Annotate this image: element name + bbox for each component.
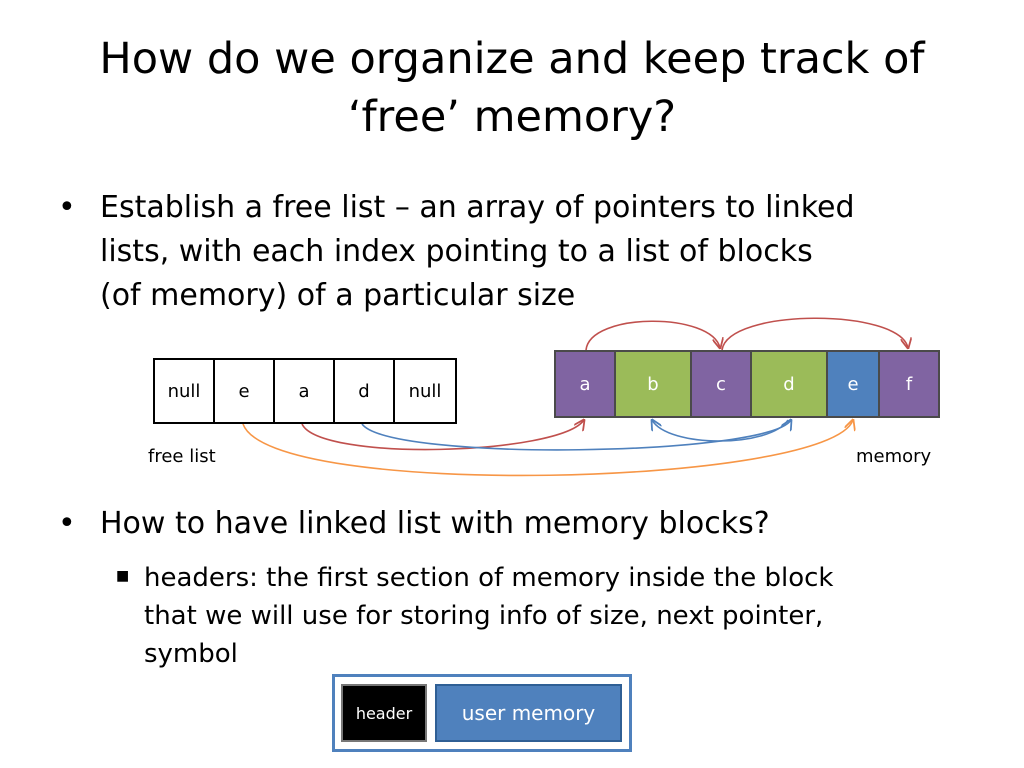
sub-bullet-line-3: symbol <box>144 639 238 669</box>
arrow-a-to-c <box>585 320 720 350</box>
title-line-1: How do we organize and keep track of <box>99 34 925 84</box>
free-list-cell: e <box>215 360 275 422</box>
sub-bullet-line-2: that we will use for storing info of siz… <box>144 601 824 631</box>
free-list-cell: null <box>155 360 215 422</box>
title-line-2: ‘free’ memory? <box>347 92 677 142</box>
memory-label: memory <box>856 446 932 467</box>
arrow-c-to-f <box>721 317 908 350</box>
bullet-1: • Establish a free list – an array of po… <box>58 186 855 318</box>
bullet-dot-icon: • <box>58 190 76 225</box>
memory-block-a: a <box>554 350 616 418</box>
header-section: header <box>341 684 427 742</box>
bullet-1-line-1: Establish a free list – an array of poin… <box>100 190 855 225</box>
sub-bullet-line-1: headers: the first section of memory ins… <box>144 563 834 593</box>
sub-bullet: ■ headers: the first section of memory i… <box>116 559 833 673</box>
bullet-1-line-3: (of memory) of a particular size <box>100 278 576 313</box>
slide-title: How do we organize and keep track of ‘fr… <box>40 30 984 146</box>
square-bullet-icon: ■ <box>116 568 130 584</box>
free-list-cell: a <box>275 360 335 422</box>
bullet-1-line-2: lists, with each index pointing to a lis… <box>100 234 813 269</box>
bullet-1-text: Establish a free list – an array of poin… <box>100 186 855 318</box>
free-list-cell: d <box>335 360 395 422</box>
arrow-memory-d-to-b <box>652 420 789 442</box>
free-list-label: free list <box>148 446 216 467</box>
arrow-freelist-e-to-memory-e <box>242 420 853 477</box>
bullet-2: • How to have linked list with memory bl… <box>58 502 770 546</box>
free-list-cell: null <box>408 380 442 402</box>
free-list-array: null e a d null <box>153 358 457 424</box>
bullet-dot-icon: • <box>58 506 76 541</box>
arrow-freelist-a-to-memory-a <box>301 420 584 451</box>
bullet-2-text: How to have linked list with memory bloc… <box>100 506 770 541</box>
memory-block-f: f <box>878 350 940 418</box>
memory-block-c: c <box>690 350 752 418</box>
memory-block-e: e <box>826 350 880 418</box>
arrow-freelist-d-to-memory-d <box>361 420 791 451</box>
sub-bullet-text: headers: the first section of memory ins… <box>144 559 833 673</box>
memory-block-d: d <box>750 350 828 418</box>
memory-block-b: b <box>614 350 692 418</box>
user-memory-section: user memory <box>435 684 622 742</box>
